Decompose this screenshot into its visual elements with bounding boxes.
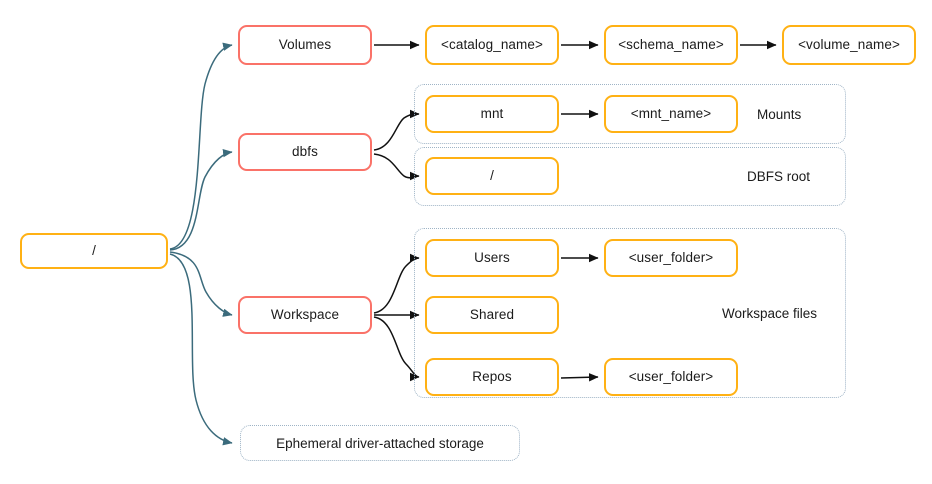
edge-dbfs-to-mnt (373, 109, 420, 151)
edge-workspace-to-users (373, 253, 420, 314)
node-mnt-name[interactable]: <mnt_name> (604, 95, 738, 133)
node-volumes[interactable]: Volumes (238, 25, 372, 65)
node-repos-user-folder[interactable]: <user_folder> (604, 358, 738, 396)
node-catalog-name[interactable]: <catalog_name> (425, 25, 559, 65)
edge-root-to-ephemeral (169, 253, 233, 446)
node-ephemeral-driver-attached-storage[interactable]: Ephemeral driver-attached storage (240, 425, 520, 461)
node-users-user-folder[interactable]: <user_folder> (604, 239, 738, 277)
node-schema-name[interactable]: <schema_name> (604, 25, 738, 65)
edge-root-to-workspace (169, 251, 233, 317)
node-root[interactable]: / (20, 233, 168, 269)
node-shared[interactable]: Shared (425, 296, 559, 334)
edge-root-to-volumes (169, 42, 233, 250)
node-dbfs-root-slash[interactable]: / (425, 157, 559, 195)
edge-workspace-to-repos (373, 316, 420, 382)
edge-root-to-dbfs (169, 148, 233, 251)
node-mnt[interactable]: mnt (425, 95, 559, 133)
node-users[interactable]: Users (425, 239, 559, 277)
node-workspace[interactable]: Workspace (238, 296, 372, 334)
node-repos[interactable]: Repos (425, 358, 559, 396)
node-volume-name[interactable]: <volume_name> (782, 25, 916, 65)
group-label-mounts: Mounts (757, 107, 802, 122)
node-dbfs[interactable]: dbfs (238, 133, 372, 171)
group-label-workspace-files: Workspace files (722, 306, 818, 321)
edge-dbfs-to-dbfsroot (373, 153, 420, 181)
group-label-dbfs-root: DBFS root (747, 169, 811, 184)
